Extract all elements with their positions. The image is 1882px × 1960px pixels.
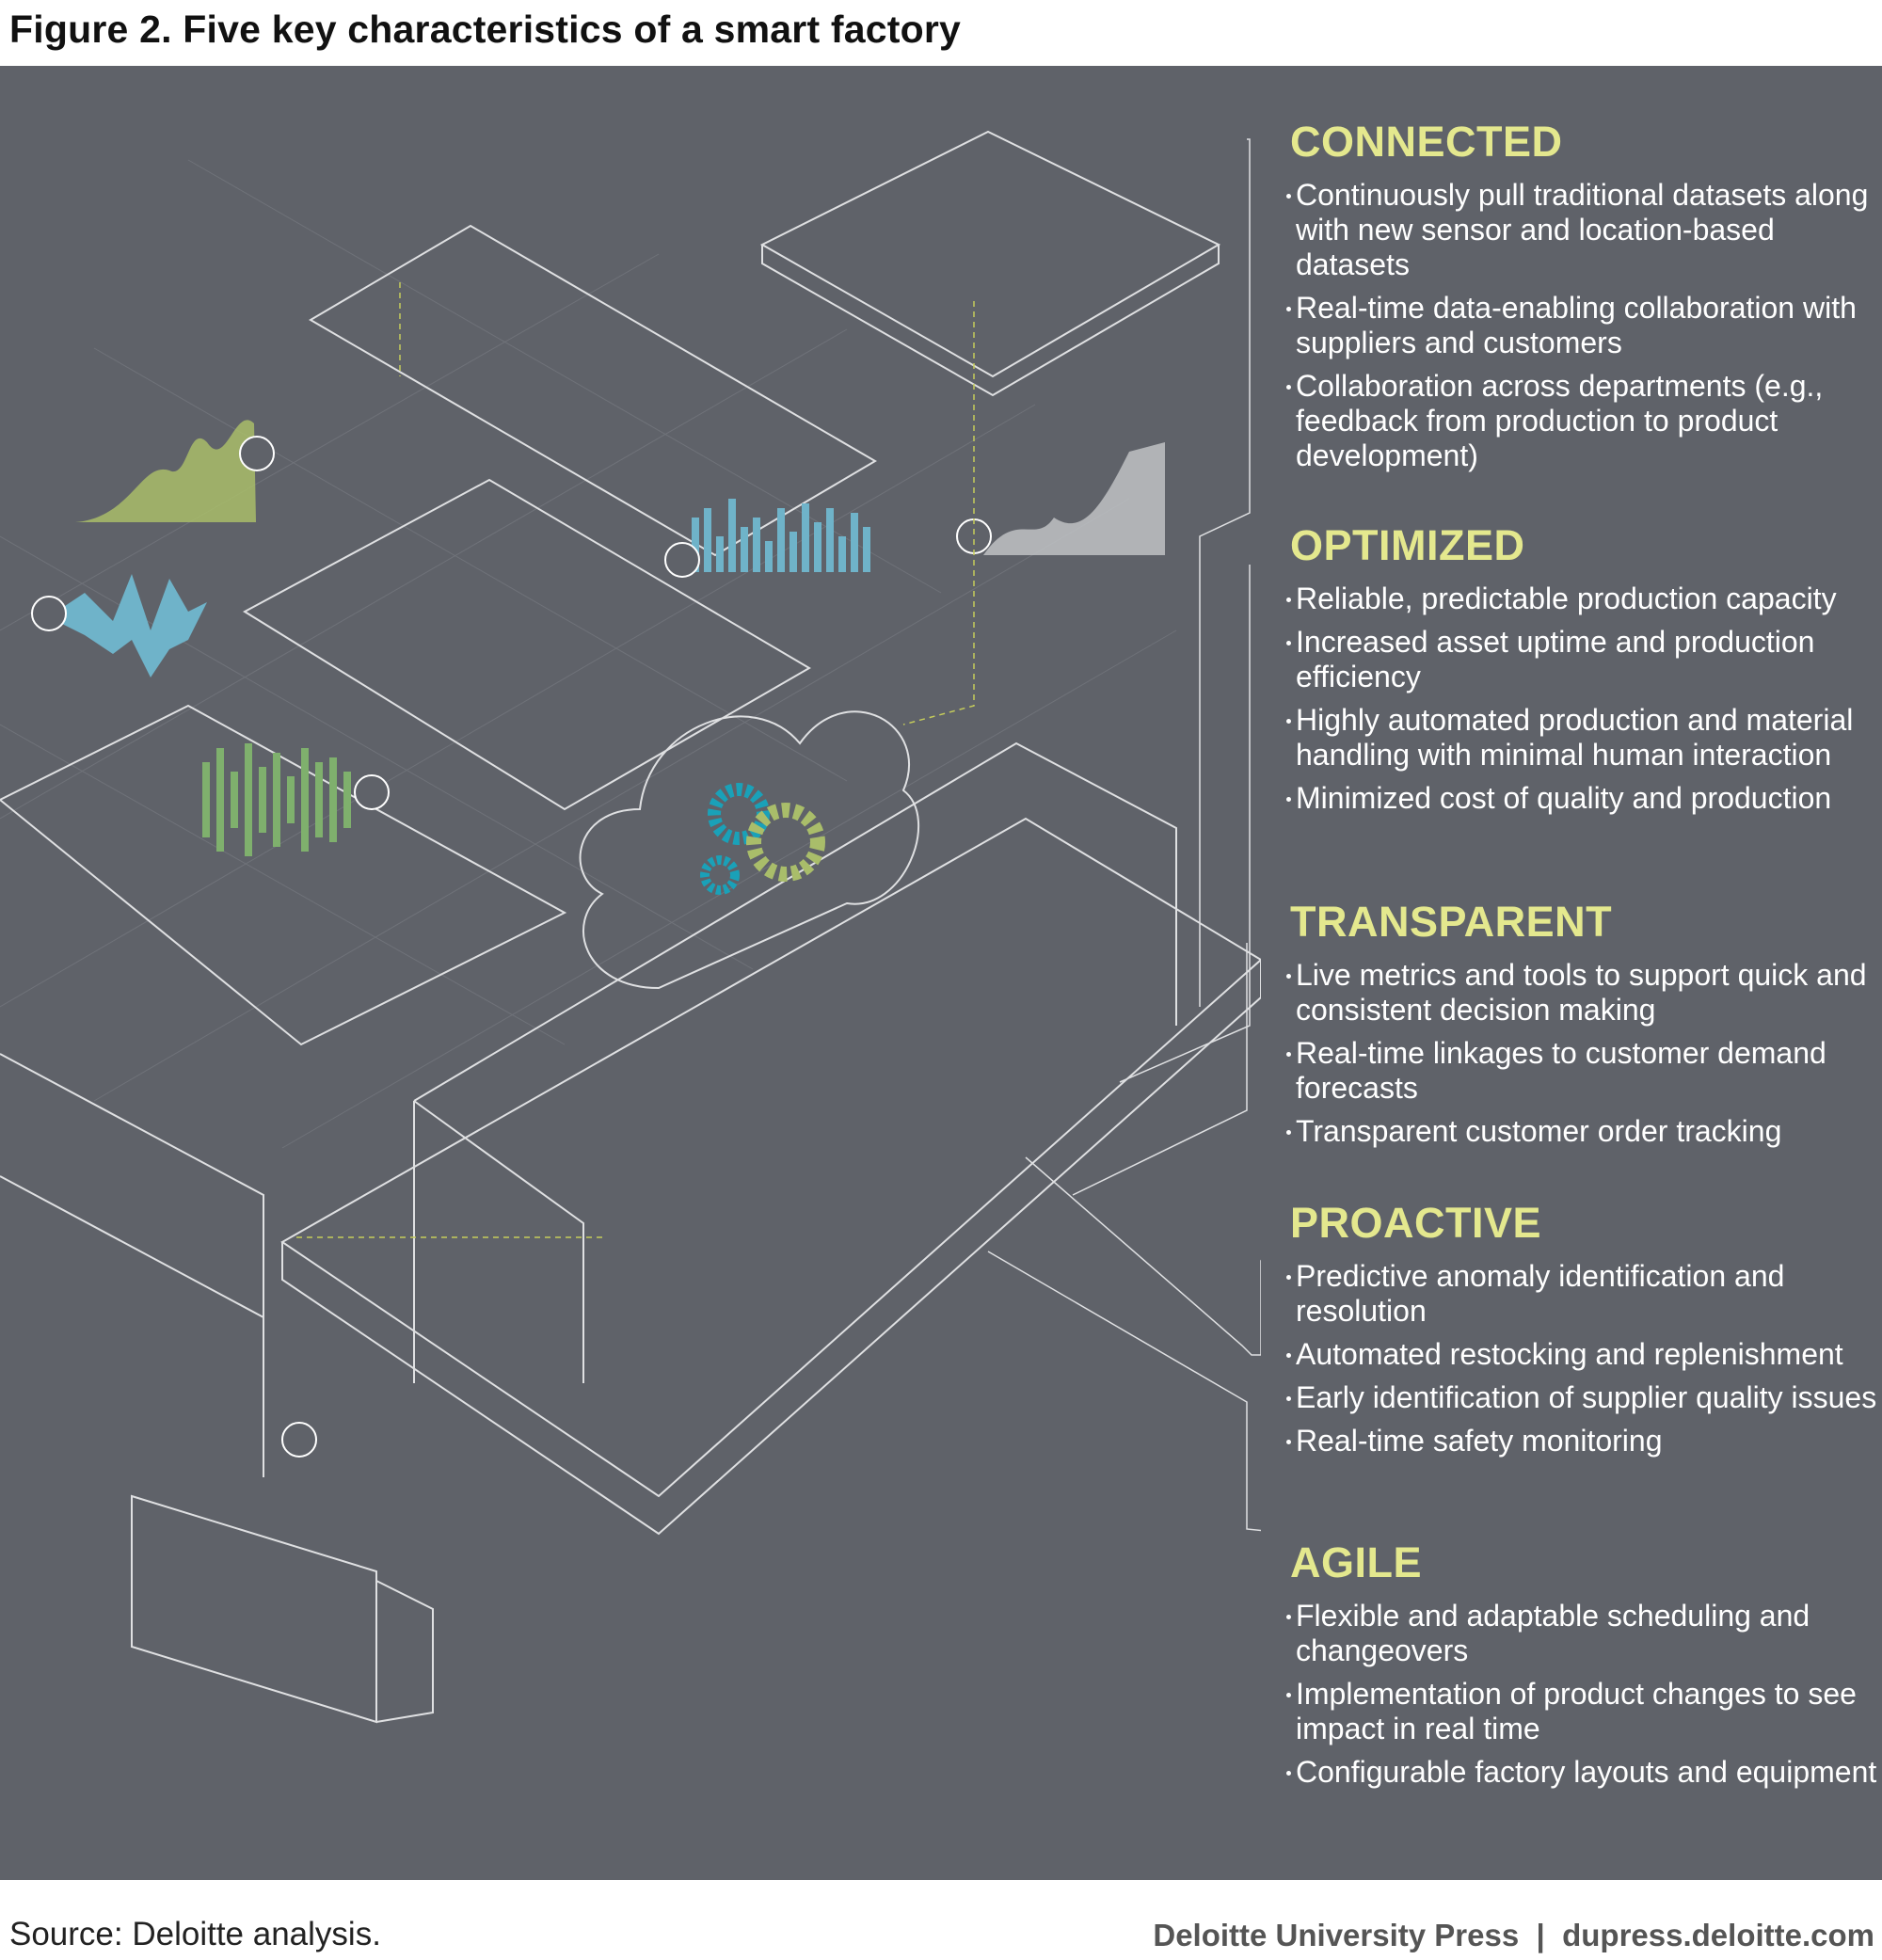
bullet: Early identification of supplier quality…: [1266, 1380, 1877, 1415]
control-room: [280, 817, 1261, 1536]
bullet: Configurable factory layouts and equipme…: [1266, 1755, 1877, 1790]
section-heading: TRANSPARENT: [1290, 898, 1613, 946]
section-heading: AGILE: [1290, 1538, 1423, 1586]
truck: [131, 1494, 434, 1724]
bullet: Highly automated production and material…: [1266, 703, 1877, 773]
conveyor-lower: [0, 704, 567, 1046]
cubicle-walls: [413, 741, 1177, 1383]
floor-grid: [0, 159, 1177, 1149]
section-optimized: OPTIMIZED Reliable, predictable producti…: [1266, 521, 1877, 824]
source-note: Source: Deloitte analysis.: [9, 1916, 381, 1952]
section-heading: OPTIMIZED: [1290, 521, 1525, 569]
chart-green-wave: [202, 743, 351, 856]
section-agile: AGILE Flexible and adaptable scheduling …: [1266, 1538, 1877, 1798]
bullet: Collaboration across departments (e.g., …: [1266, 369, 1877, 473]
bullet: Live metrics and tools to support quick …: [1266, 958, 1877, 1028]
bullet: Continuously pull traditional datasets a…: [1266, 178, 1877, 282]
bullet: Increased asset uptime and production ef…: [1266, 625, 1877, 694]
office-platform: [759, 130, 1221, 397]
connection-lines: [296, 282, 975, 1238]
chart-gray-area: [983, 442, 1165, 555]
bullet: Transparent customer order tracking: [1266, 1114, 1877, 1149]
section-proactive: PROACTIVE Predictive anomaly identificat…: [1266, 1199, 1877, 1467]
bullet: Flexible and adaptable scheduling and ch…: [1266, 1599, 1877, 1668]
bullet: Automated restocking and replenishment: [1266, 1337, 1877, 1372]
gear-icons: [700, 783, 825, 895]
chart-blue-wave: [56, 574, 207, 677]
section-transparent: TRANSPARENT Live metrics and tools to su…: [1266, 898, 1877, 1157]
section-heading: PROACTIVE: [1290, 1199, 1542, 1247]
bullet: Predictive anomaly identification and re…: [1266, 1259, 1877, 1329]
section-heading: CONNECTED: [1290, 118, 1563, 166]
chart-green-area: [75, 420, 256, 522]
conveyor-top: [309, 224, 877, 557]
smart-factory-illustration: [0, 130, 1261, 1724]
bullet: Implementation of product changes to see…: [1266, 1677, 1877, 1746]
warehouse-building: [0, 1053, 264, 1477]
conveyor-mid: [243, 478, 811, 811]
bullet: Real-time data-enabling collaboration wi…: [1266, 291, 1877, 360]
bullet: Reliable, predictable production capacit…: [1266, 582, 1877, 616]
leader-lines: [987, 138, 1261, 1532]
wifi-icons: [31, 436, 992, 1458]
bullet: Real-time safety monitoring: [1266, 1424, 1877, 1458]
bullet: Minimized cost of quality and production: [1266, 781, 1877, 816]
bullet: Real-time linkages to customer demand fo…: [1266, 1036, 1877, 1106]
cloud-icon: [579, 710, 920, 990]
chart-blue-bars: [692, 499, 870, 572]
section-connected: CONNECTED Continuously pull traditional …: [1266, 118, 1877, 482]
publisher-credit: Deloitte University Press | dupress.delo…: [1153, 1918, 1874, 1952]
figure-title: Figure 2. Five key characteristics of a …: [9, 8, 961, 51]
infographic-panel: CONNECTED Continuously pull traditional …: [0, 66, 1882, 1880]
